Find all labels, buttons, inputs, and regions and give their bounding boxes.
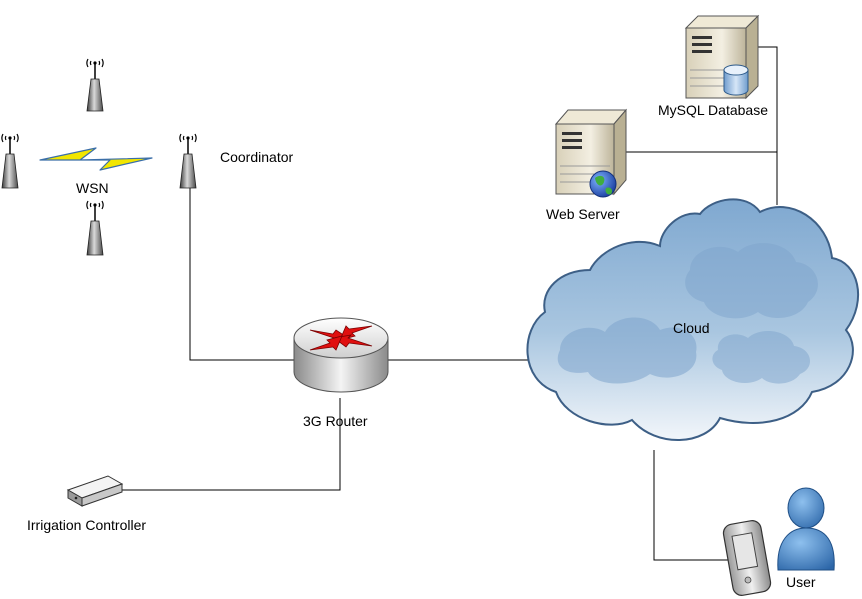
mysql-database-label: MySQL Database xyxy=(658,102,768,118)
antenna-sensor-icon xyxy=(86,200,104,256)
router-icon xyxy=(293,317,389,393)
coordinator-antenna-icon xyxy=(179,133,197,189)
lightning-icon xyxy=(39,147,153,171)
web-server-label: Web Server xyxy=(546,206,620,222)
user-label: User xyxy=(786,574,816,590)
antenna-sensor-icon xyxy=(1,133,19,189)
person-icon xyxy=(777,487,835,571)
router-controller-link xyxy=(122,398,341,491)
wsn-label: WSN xyxy=(76,180,109,196)
database-cloud-link xyxy=(758,46,778,205)
pda-icon xyxy=(722,520,772,596)
cloud-label: Cloud xyxy=(673,320,710,336)
cloud-icon xyxy=(526,198,860,441)
coordinator-label: Coordinator xyxy=(220,149,294,165)
controller-box-icon xyxy=(66,475,124,507)
cloud-user-link xyxy=(653,450,730,561)
router-label: 3G Router xyxy=(303,413,368,429)
antenna-sensor-icon xyxy=(86,58,104,112)
globe-icon xyxy=(589,170,617,198)
connection-lines xyxy=(122,46,778,561)
coordinator-router-link xyxy=(189,186,295,361)
irrigation-controller-label: Irrigation Controller xyxy=(27,517,147,533)
database-icon xyxy=(723,64,749,96)
